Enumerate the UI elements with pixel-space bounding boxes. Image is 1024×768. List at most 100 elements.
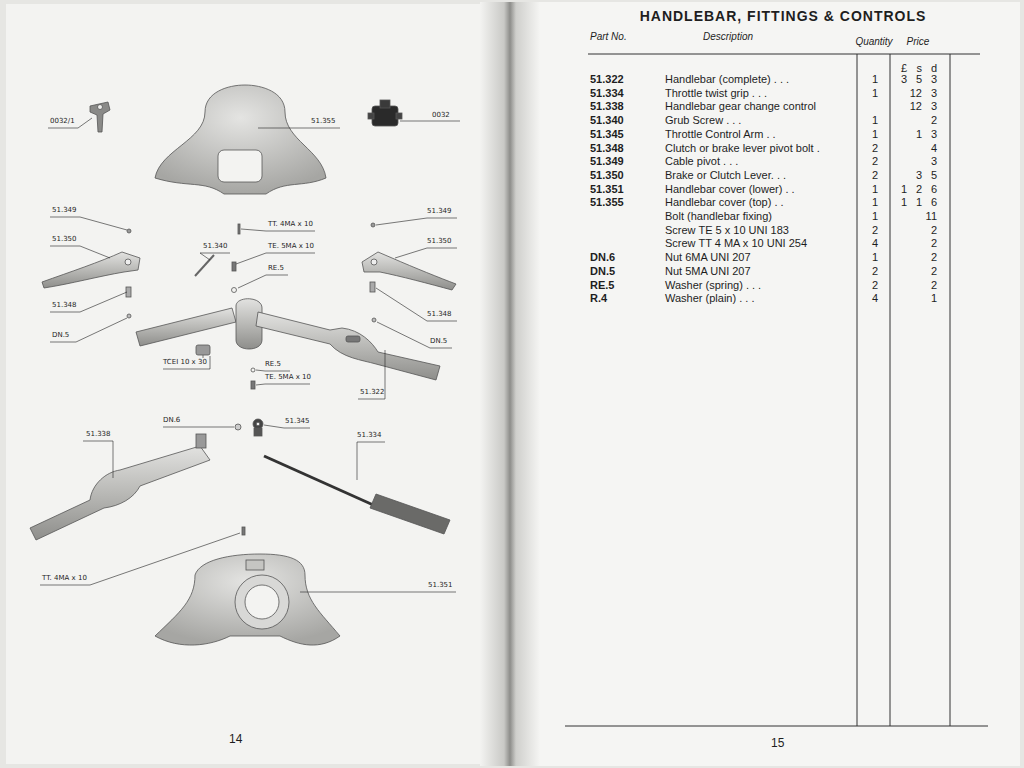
callout-number: TCEI 10 x 30: [163, 359, 207, 367]
table-cell: Throttle twist grip . . .: [665, 87, 767, 99]
table-cell: 3: [901, 73, 907, 85]
column-header: Price: [907, 36, 930, 47]
table-cell: Washer (spring) . . .: [665, 279, 761, 291]
callout-number: 51.350: [52, 236, 77, 244]
part-number: 51.348: [590, 142, 624, 154]
part-number: DN.6: [590, 251, 615, 263]
part-number: 51.345: [590, 128, 624, 140]
callout-number: DN.6: [163, 417, 180, 425]
part-number: 51.338: [590, 100, 624, 112]
table-cell: Clutch or brake lever pivot bolt .: [665, 142, 820, 154]
callout-number: 51.349: [427, 208, 452, 216]
table-cell: 1: [916, 128, 922, 140]
callout-number: 0032: [432, 112, 450, 120]
table-cell: 2: [931, 265, 937, 277]
table-cell: 1: [872, 251, 878, 263]
part-number: 51.334: [590, 87, 624, 99]
table-cell: Handlebar gear change control: [665, 100, 816, 112]
table-cell: 12: [910, 100, 922, 112]
currency-header: d: [931, 62, 937, 74]
table-cell: Washer (plain) . . .: [665, 292, 754, 304]
callout-number: 51.348: [52, 302, 77, 310]
table-cell: 3: [931, 128, 937, 140]
table-cell: Bolt (handlebar fixing): [665, 210, 772, 222]
table-cell: 1: [916, 196, 922, 208]
callout-number: 51.348: [427, 311, 452, 319]
callout-number: 0032/1: [50, 118, 75, 126]
table-cell: 6: [931, 183, 937, 195]
table-cell: 1: [872, 210, 878, 222]
part-number: 51.351: [590, 183, 624, 195]
table-cell: 5: [931, 169, 937, 181]
table-cell: 1: [901, 183, 907, 195]
table-cell: Cable pivot . . .: [665, 155, 738, 167]
table-cell: 4: [872, 292, 878, 304]
table-cell: 2: [931, 224, 937, 236]
page-title: HANDLEBAR, FITTINGS & CONTROLS: [640, 9, 927, 24]
callout-number: 51.350: [427, 238, 452, 246]
table-cell: Grub Screw . . .: [665, 114, 741, 126]
table-cell: 3: [931, 87, 937, 99]
table-cell: Brake or Clutch Lever. . .: [665, 169, 786, 181]
page-number: 15: [771, 737, 784, 750]
table-cell: 2: [931, 237, 937, 249]
part-number: 51.350: [590, 169, 624, 181]
table-cell: 3: [916, 169, 922, 181]
table-cell: 12: [910, 87, 922, 99]
table-cell: 4: [872, 237, 878, 249]
callout-number: 51.349: [52, 207, 77, 215]
table-cell: 11: [926, 210, 937, 222]
table-cell: Handlebar (complete) . . .: [665, 73, 789, 85]
callout-number: TE. 5MA x 10: [265, 374, 311, 382]
table-cell: 1: [872, 114, 878, 126]
table-cell: Handlebar cover (lower) . .: [665, 183, 795, 195]
page-number: 14: [229, 733, 242, 746]
callout-number: 51.355: [311, 118, 336, 126]
table-cell: 1: [872, 87, 878, 99]
table-cell: 1: [872, 73, 878, 85]
table-cell: 6: [931, 196, 937, 208]
callout-number: 51.340: [203, 243, 228, 251]
callout-number: 51.334: [357, 432, 382, 440]
table-cell: 3: [931, 73, 937, 85]
table-cell: 4: [931, 142, 937, 154]
part-number: 51.355: [590, 196, 624, 208]
table-cell: 2: [931, 114, 937, 126]
table-cell: 2: [872, 224, 878, 236]
callout-number: 51.345: [285, 418, 310, 426]
table-cell: 2: [872, 265, 878, 277]
column-header: Quantity: [855, 36, 892, 47]
table-cell: 1: [901, 196, 907, 208]
callout-number: RE.5: [268, 265, 284, 273]
table-cell: 2: [872, 155, 878, 167]
part-number: DN.5: [590, 265, 615, 277]
callout-number: RE.5: [265, 361, 281, 369]
column-header: Description: [703, 31, 753, 42]
table-cell: 2: [872, 279, 878, 291]
table-cell: 2: [931, 279, 937, 291]
callout-number: TT. 4MA x 10: [268, 221, 313, 229]
table-cell: Screw TT 4 MA x 10 UNI 254: [665, 237, 807, 249]
table-cell: Nut 5MA UNI 207: [665, 265, 751, 277]
callout-number: 51.322: [360, 389, 385, 397]
table-cell: 5: [916, 73, 922, 85]
callout-number: 51.351: [428, 582, 453, 590]
table-cell: 2: [931, 251, 937, 263]
callout-number: TE. 5MA x 10: [268, 243, 314, 251]
callout-number: 51.338: [86, 431, 111, 439]
table-cell: 1: [872, 183, 878, 195]
part-number: 51.349: [590, 155, 624, 167]
currency-header: £: [901, 62, 907, 74]
callout-number: DN.5: [430, 338, 447, 346]
part-number: 51.340: [590, 114, 624, 126]
callout-number: TT. 4MA x 10: [42, 575, 87, 583]
table-cell: 1: [872, 128, 878, 140]
callout-number: DN.5: [52, 332, 69, 340]
table-cell: 1: [872, 196, 878, 208]
table-cell: Screw TE 5 x 10 UNI 183: [665, 224, 789, 236]
part-number: RE.5: [590, 279, 614, 291]
table-cell: 2: [872, 169, 878, 181]
table-cell: Throttle Control Arm . .: [665, 128, 776, 140]
currency-header: s: [917, 62, 923, 74]
